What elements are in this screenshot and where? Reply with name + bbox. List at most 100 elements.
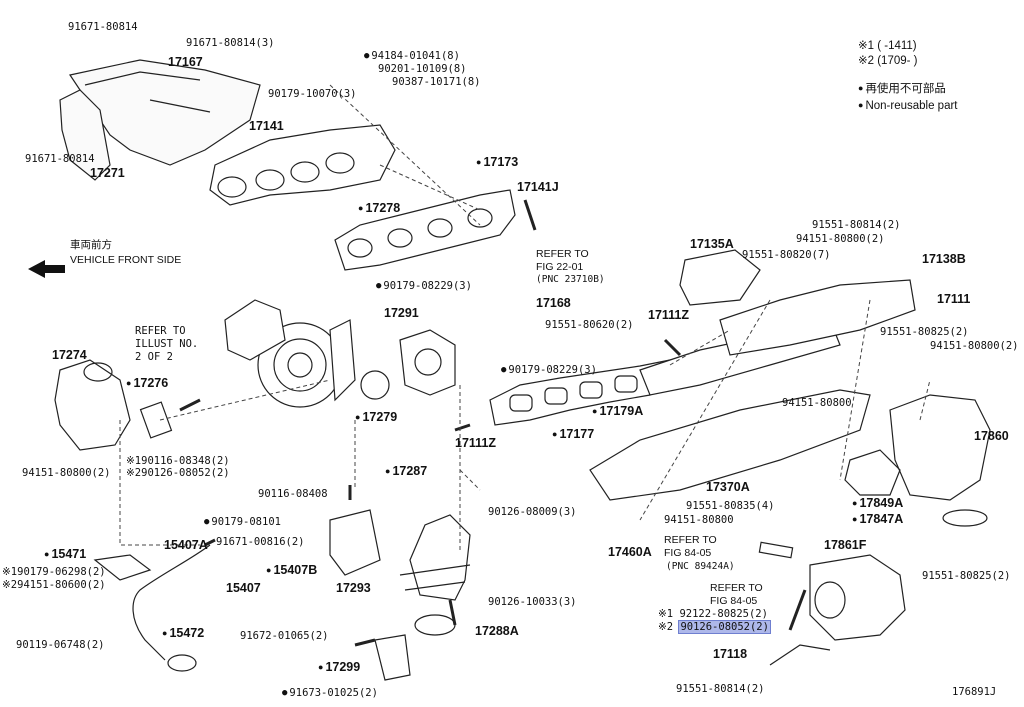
note-1: ※1	[126, 455, 142, 467]
heat-insulator-upper	[69, 59, 261, 166]
refer-label: FIG 22-01	[536, 261, 584, 273]
part-number: 90116-08348(2)	[141, 455, 230, 467]
part-label[interactable]: ※190116-08348(2)	[126, 455, 230, 467]
part-label[interactable]: 15407A	[164, 538, 208, 552]
part-label[interactable]: 15471	[44, 547, 86, 562]
part-label[interactable]: 90201-10109(8)	[378, 63, 467, 75]
part-label[interactable]: 17111	[937, 292, 971, 306]
part-label[interactable]: 17173	[476, 155, 518, 170]
part-label[interactable]: 94151-80800	[664, 514, 734, 526]
part-label[interactable]: 17847A	[852, 512, 903, 527]
part-label[interactable]: 17276	[126, 376, 168, 391]
part-label[interactable]: 17118	[713, 647, 748, 661]
intake-manifold-upper	[719, 279, 916, 356]
part-label[interactable]: 94151-80800	[782, 397, 852, 409]
part-label[interactable]: 17849A	[852, 496, 903, 511]
part-label[interactable]: 15472	[162, 626, 204, 641]
part-label[interactable]: 17141J	[517, 180, 559, 194]
refer-label: (PNC 23710B)	[536, 274, 605, 285]
part-label[interactable]: 91551-80820(7)	[742, 249, 831, 261]
front-arrow	[28, 260, 65, 278]
legend-range1: ※1 ( -1411)	[858, 40, 917, 52]
part-label[interactable]: 17370A	[706, 480, 750, 494]
part-label[interactable]: 17138B	[922, 252, 966, 266]
refer-label: REFER TO	[135, 325, 186, 337]
heat-insulator-side	[59, 89, 111, 181]
part-label[interactable]: 15407	[226, 581, 261, 595]
part-label[interactable]: 90179-10070(3)	[268, 88, 357, 100]
part-number: 90126-08052(2)	[141, 467, 230, 479]
part-label[interactable]: 17111Z	[455, 436, 497, 450]
part-label[interactable]: 15407B	[266, 563, 317, 578]
part-label[interactable]: 91671-80814	[68, 21, 138, 33]
part-label[interactable]: ※290126-08052(2)	[126, 467, 230, 479]
part-label[interactable]: 90126-08009(3)	[488, 506, 577, 518]
part-label[interactable]: 90116-08408	[258, 488, 328, 500]
part-label[interactable]: 90126-10033(3)	[488, 596, 577, 608]
part-label[interactable]: 17860	[974, 429, 1009, 443]
legend-nonreusable-jp: 再使用不可部品	[858, 82, 946, 96]
refer-label: REFER TO	[710, 582, 763, 594]
cover-17135A	[679, 249, 761, 306]
part-label[interactable]: 17274	[52, 348, 87, 362]
part-label[interactable]: ※2 90126-08052(2)	[658, 620, 771, 634]
part-label[interactable]: 91672-01065(2)	[240, 630, 329, 642]
part-label[interactable]: 17271	[90, 166, 125, 180]
part-label[interactable]: 90179-08101	[204, 516, 281, 529]
part-label[interactable]: 91671-80814(3)	[186, 37, 275, 49]
part-label[interactable]: 90179-08229(3)	[376, 280, 472, 293]
part-label[interactable]: 17111Z	[648, 308, 690, 322]
part-label[interactable]: 17460A	[608, 545, 652, 559]
egr-17861F	[809, 554, 906, 641]
figure-id: 176891J	[952, 686, 997, 698]
refer-label: (PNC 89424A)	[666, 561, 735, 572]
part-number-highlighted: 90126-08052(2)	[678, 620, 771, 634]
part-label[interactable]: 17291	[384, 306, 419, 320]
bracket-17293	[329, 509, 381, 576]
part-label[interactable]: 94184-01041(8)	[364, 50, 460, 63]
part-label[interactable]: 91551-80825(2)	[922, 570, 1011, 582]
refer-label: ILLUST NO.	[135, 338, 199, 350]
exhaust-manifold	[209, 124, 396, 206]
part-label[interactable]: 17861F	[824, 538, 867, 552]
part-label[interactable]: 90387-10171(8)	[392, 76, 481, 88]
legend-nonreusable-en: Non-reusable part	[858, 99, 957, 113]
part-label[interactable]: 91551-80814(2)	[812, 219, 901, 231]
part-label[interactable]: ※1 92122-80825(2)	[658, 608, 768, 620]
part-label[interactable]: 17278	[358, 201, 400, 216]
part-label[interactable]: 94151-80800(2)	[796, 233, 885, 245]
part-label[interactable]: 17167	[168, 55, 203, 69]
part-label[interactable]: 91673-01025(2)	[282, 687, 378, 700]
elbow-pipe	[54, 359, 131, 451]
part-label[interactable]: 17287	[385, 464, 427, 479]
part-label[interactable]: 17177	[552, 427, 594, 442]
part-label[interactable]: 17279	[355, 410, 397, 425]
refer-label: REFER TO	[664, 534, 717, 546]
part-label[interactable]: 17179A	[592, 404, 643, 419]
part-label[interactable]: 91671-00816(2)	[216, 536, 305, 548]
part-label[interactable]: 17135A	[690, 237, 734, 251]
direction-en: VEHICLE FRONT SIDE	[70, 254, 182, 266]
intake-manifold-17111	[589, 389, 871, 501]
part-label[interactable]: 90119-06748(2)	[16, 639, 105, 651]
refer-label: 2 OF 2	[135, 351, 173, 363]
part-label[interactable]: 94151-80800(2)	[930, 340, 1019, 352]
part-label[interactable]: 17299	[318, 660, 360, 675]
part-label[interactable]: 17141	[249, 119, 284, 133]
part-label[interactable]: ※190179-06298(2)	[2, 566, 106, 578]
part-label[interactable]: 91551-80825(2)	[880, 326, 969, 338]
part-label[interactable]: 91551-80814(2)	[676, 683, 765, 695]
oil-pipe	[132, 544, 211, 661]
part-label[interactable]: 17168	[536, 296, 571, 310]
part-label[interactable]: 94151-80800(2)	[22, 467, 111, 479]
part-label[interactable]: 17288A	[475, 624, 519, 638]
part-label[interactable]: 91551-80620(2)	[545, 319, 634, 331]
part-label[interactable]: 91671-80814	[25, 153, 95, 165]
part-label[interactable]: 90179-08229(3)	[501, 364, 597, 377]
refer-label: FIG 84-05	[664, 547, 712, 559]
part-label[interactable]: 91551-80835(4)	[686, 500, 775, 512]
part-label[interactable]: ※294151-80600(2)	[2, 579, 106, 591]
part-label[interactable]: 17293	[336, 581, 371, 595]
